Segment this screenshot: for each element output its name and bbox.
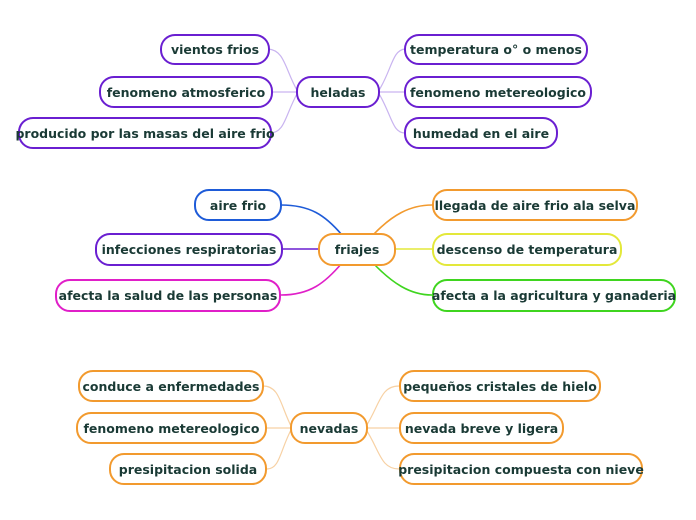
node-fenomeno-metereologico[interactable]: fenomeno metereologico — [404, 76, 592, 108]
edge-friajes-aire-frio — [280, 204, 343, 236]
node-vientos-frios[interactable]: vientos frios — [160, 34, 270, 65]
edge-heladas-producido — [269, 91, 299, 134]
edge-friajes-llegada — [372, 204, 433, 236]
node-fenomeno-atmosferico[interactable]: fenomeno atmosferico — [99, 76, 273, 108]
edge-friajes-agricultura — [372, 262, 433, 296]
edge-heladas-vientos-frios — [267, 48, 299, 93]
node-aire-frio[interactable]: aire frio — [194, 189, 282, 221]
nevadas-connectors — [262, 385, 400, 470]
node-afecta-agricultura[interactable]: afecta a la agricultura y ganaderia — [432, 279, 676, 312]
node-producido-por-las-masas[interactable]: producido por las masas del aire frio — [15, 117, 275, 149]
node-pequenos-cristales[interactable]: pequeños cristales de hielo — [399, 370, 601, 402]
edge-nevadas-cristales — [364, 385, 400, 429]
node-infecciones-respiratorias[interactable]: infecciones respiratorias — [95, 233, 283, 266]
node-nevada-breve-y-ligera[interactable]: nevada breve y ligera — [399, 412, 564, 444]
node-afecta-la-salud[interactable]: afecta la salud de las personas — [55, 279, 281, 312]
edge-friajes-afecta-salud — [280, 262, 343, 296]
edge-nevadas-compuesta — [364, 427, 400, 470]
node-llegada-de-aire-frio[interactable]: llegada de aire frio ala selva — [432, 189, 638, 221]
edge-heladas-humedad — [377, 91, 406, 134]
central-node-friajes[interactable]: friajes — [318, 233, 396, 266]
node-presipitacion-compuesta[interactable]: presipitacion compuesta con nieve — [398, 453, 644, 485]
node-conduce-a-enfermedades[interactable]: conduce a enfermedades — [78, 370, 264, 402]
central-node-heladas[interactable]: heladas — [296, 76, 380, 108]
central-node-nevadas[interactable]: nevadas — [290, 412, 368, 444]
friajes-connectors — [280, 204, 433, 296]
node-humedad-en-el-aire[interactable]: humedad en el aire — [404, 117, 558, 149]
node-descenso-de-temperatura[interactable]: descenso de temperatura — [432, 233, 622, 266]
edge-heladas-temperatura — [377, 48, 406, 93]
edge-nevadas-presipitacion-solida — [266, 427, 293, 470]
edge-nevadas-conduce — [262, 385, 293, 429]
node-fenomeno-metereologico-nevadas[interactable]: fenomeno metereologico — [76, 412, 267, 444]
node-presipitacion-solida[interactable]: presipitacion solida — [109, 453, 267, 485]
node-temperatura[interactable]: temperatura o° o menos — [404, 34, 588, 65]
heladas-connectors — [267, 48, 406, 134]
